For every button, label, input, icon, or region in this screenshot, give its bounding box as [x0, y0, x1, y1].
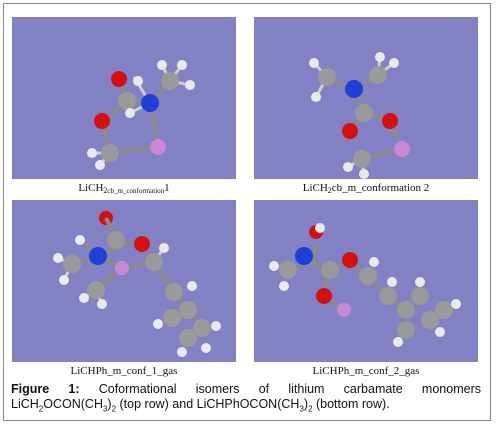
- oxygen-atom: [94, 113, 110, 129]
- hydrogen-atom: [185, 80, 195, 90]
- hydrogen-atom: [125, 108, 135, 118]
- carbon-atom: [101, 144, 119, 162]
- molecule-render-3: [53, 211, 221, 357]
- molecule-panel-3: [12, 200, 236, 362]
- carbon-atom: [118, 92, 136, 110]
- hydrogen-atom: [157, 60, 167, 70]
- molecule-panel-1: [12, 17, 236, 179]
- molecule-panel-2: [254, 17, 478, 179]
- panel-caption-2: LiCH2cb_m_conformation 2: [302, 182, 430, 195]
- figure-label: Figure 1:: [11, 382, 80, 396]
- molecule-render-1: [87, 60, 195, 170]
- molecule-render-4: [269, 223, 461, 347]
- hydrogen-atom: [177, 60, 187, 70]
- oxygen-atom: [342, 123, 358, 139]
- hydrogen-atom: [133, 76, 143, 86]
- figure: LiCH2cb_m_conformation1: [3, 3, 491, 421]
- panel-caption-4: LiCHPh_m_conf_2_gas: [312, 365, 420, 377]
- molecule-panel-4: [254, 200, 478, 362]
- molecule-render-2: [309, 52, 410, 179]
- hydrogen-atom: [87, 148, 97, 158]
- hydrogen-atom: [95, 160, 105, 170]
- figure-caption: Figure 1: Coformational isomers of lithi…: [11, 382, 481, 414]
- lithium-atom: [394, 141, 410, 157]
- nitrogen-atom: [141, 94, 159, 112]
- panel-caption-3: LiCHPh_m_conf_1_gas: [70, 365, 178, 377]
- carbon-atom: [161, 72, 179, 90]
- lithium-atom: [150, 139, 166, 155]
- oxygen-atom: [382, 113, 398, 129]
- oxygen-atom: [111, 71, 127, 87]
- nitrogen-atom: [345, 80, 363, 98]
- panel-caption-1: LiCH2cb_m_conformation1: [78, 182, 170, 195]
